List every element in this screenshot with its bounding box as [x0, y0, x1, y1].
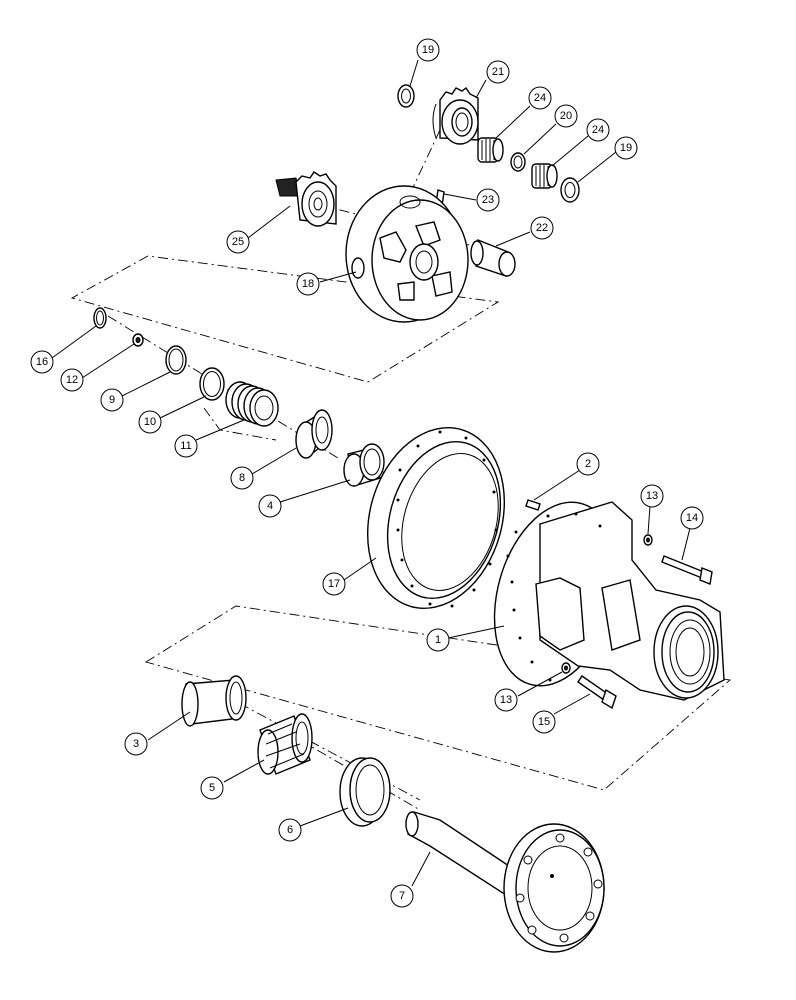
shim-pack-11 [225, 381, 279, 427]
svg-text:5: 5 [209, 782, 215, 794]
svg-text:2: 2 [585, 458, 591, 470]
retaining-ring-9 [165, 345, 187, 375]
callout-18: 18 [296, 272, 320, 296]
svg-text:21: 21 [492, 66, 504, 78]
callout-9: 9 [100, 388, 124, 412]
bolt-15 [577, 675, 617, 710]
callout-4: 4 [258, 494, 282, 518]
shim-ring-10 [199, 367, 225, 401]
callout-21: 21 [486, 60, 510, 84]
callout-25: 25 [226, 230, 250, 254]
lock-washer-13-lower [561, 662, 571, 674]
svg-text:24: 24 [592, 124, 604, 136]
callout-20: 20 [554, 104, 578, 128]
planet-carrier [345, 185, 469, 323]
svg-text:4: 4 [267, 500, 273, 512]
svg-text:19: 19 [422, 44, 434, 56]
axle-housing [493, 501, 725, 701]
callout-15: 15 [532, 710, 556, 734]
svg-text:20: 20 [560, 110, 572, 122]
callout-17: 17 [322, 572, 346, 596]
callout-14: 14 [680, 506, 704, 530]
svg-text:7: 7 [399, 890, 405, 902]
callout-8: 8 [230, 466, 254, 490]
lower-group-outline [144, 605, 732, 791]
needle-bearing-a [477, 137, 504, 163]
svg-text:14: 14 [686, 512, 698, 524]
svg-text:25: 25 [232, 236, 244, 248]
axle-shaft-7 [405, 811, 605, 953]
callout-16: 16 [30, 350, 54, 374]
svg-text:16: 16 [36, 356, 48, 368]
callout-10: 10 [138, 410, 162, 434]
bearing-cone-8 [295, 409, 333, 459]
svg-text:1: 1 [435, 634, 441, 646]
ring-gear-17 [366, 427, 506, 609]
svg-text:3: 3 [133, 738, 139, 750]
bearing-cone-5 [257, 713, 313, 775]
planet-shaft [470, 238, 516, 277]
oil-seal-6 [339, 757, 391, 827]
callout-6: 6 [278, 818, 302, 842]
svg-text:13: 13 [500, 694, 512, 706]
callout-13b: 13 [494, 688, 518, 712]
callout-19a: 19 [416, 38, 440, 62]
bolt-14 [661, 555, 713, 585]
planet-gear [432, 86, 479, 145]
callout-24a: 24 [528, 86, 552, 110]
sun-gear [275, 171, 337, 227]
callout-7: 7 [390, 884, 414, 908]
callout-3: 3 [124, 732, 148, 756]
dowel-pin-2 [525, 499, 541, 511]
callout-12: 12 [60, 368, 84, 392]
thrust-washer-top [397, 84, 415, 108]
svg-text:18: 18 [302, 278, 314, 290]
svg-text:19: 19 [620, 142, 632, 154]
bearing-cup-3 [181, 675, 247, 727]
svg-text:24: 24 [534, 92, 546, 104]
snap-ring-16 [93, 307, 107, 329]
callout-2: 2 [576, 452, 600, 476]
bearing-cup-4 [343, 443, 385, 487]
svg-text:11: 11 [180, 440, 191, 452]
callout-11: 11 [174, 434, 198, 458]
callout-5: 5 [200, 776, 224, 800]
needle-bearing-b [531, 163, 558, 189]
svg-text:15: 15 [538, 716, 550, 728]
lock-washer-13-upper [643, 534, 653, 546]
callout-19b: 19 [614, 136, 638, 160]
callout-24b: 24 [586, 118, 610, 142]
thrust-washer-right [560, 177, 580, 203]
svg-text:6: 6 [287, 824, 293, 836]
svg-text:23: 23 [482, 194, 494, 206]
svg-text:10: 10 [144, 416, 156, 428]
callout-13a: 13 [640, 484, 664, 508]
svg-text:12: 12 [66, 374, 78, 386]
svg-text:17: 17 [328, 578, 340, 590]
svg-text:8: 8 [239, 472, 245, 484]
callout-22: 22 [530, 216, 554, 240]
washer-12 [132, 333, 144, 347]
spacer-ring-20 [510, 152, 526, 172]
callout-23: 23 [476, 188, 500, 212]
callout-1: 1 [426, 628, 450, 652]
svg-text:13: 13 [646, 490, 658, 502]
svg-text:9: 9 [109, 394, 115, 406]
svg-text:22: 22 [536, 222, 548, 234]
